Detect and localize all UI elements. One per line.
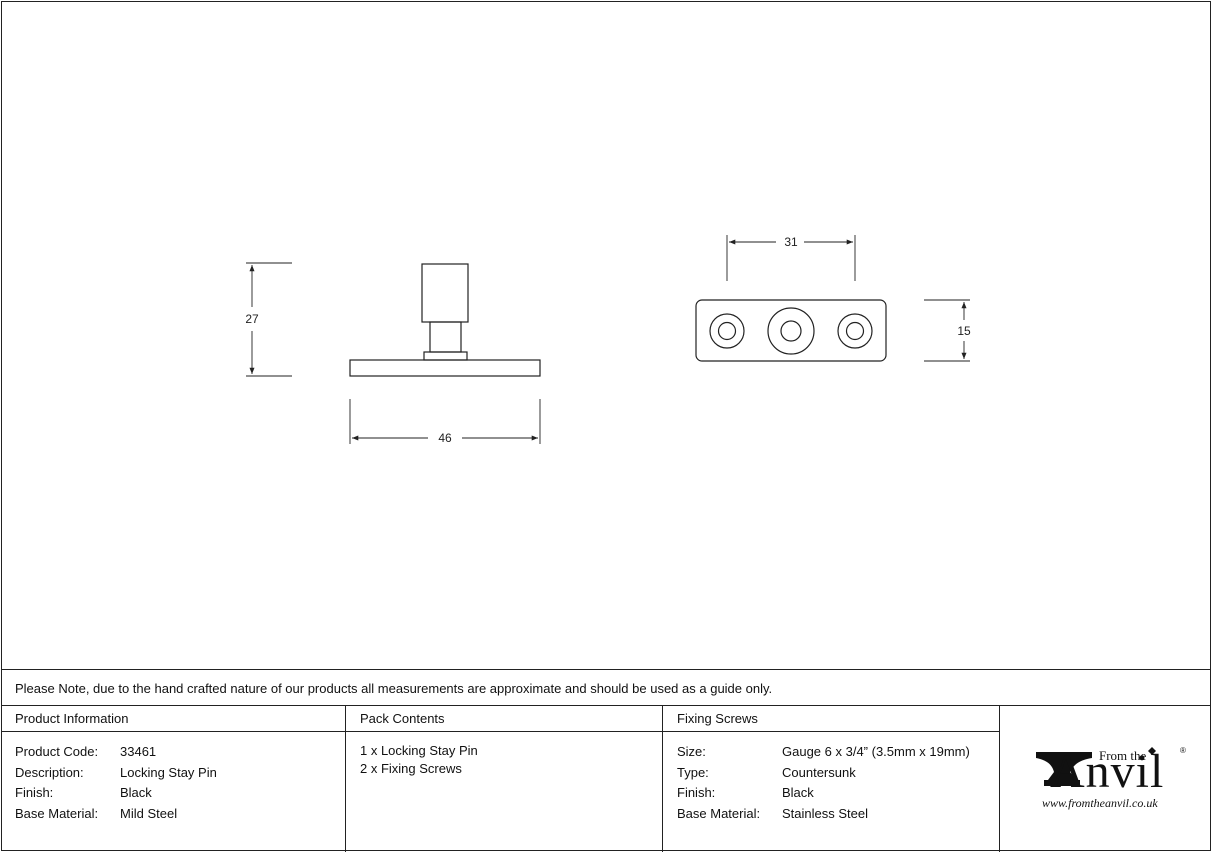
screw-material-value: Stainless Steel [782,805,868,821]
base-plate-top [695,299,887,362]
side-view [349,263,541,377]
description-row: Description: Locking Stay Pin [15,763,345,784]
screw-finish-row: Finish: Black [677,783,999,804]
technical-drawing: 27 46 31 15 [245,235,971,445]
pin-head [421,263,469,323]
pin-hole-inner [780,320,802,342]
product-code-row: Product Code: 33461 [15,742,345,763]
width-dimension [349,399,541,444]
fixing-screws-panel: Fixing Screws Size: Gauge 6 x 3/4” (3.5m… [663,706,1000,852]
screw-size-label: Size: [677,744,706,759]
pin-hole-outer [767,307,815,355]
screw-material-row: Base Material: Stainless Steel [677,804,999,825]
width-label: 46 [438,431,452,445]
screw-hole-right-inner [845,321,865,341]
hole-spacing-dimension [726,235,856,281]
product-information-panel: Product Information Product Code: 33461 … [1,706,346,852]
screw-size-value: Gauge 6 x 3/4” (3.5mm x 19mm) [782,744,970,759]
product-code-value: 33461 [120,744,157,759]
screw-hole-left-outer [709,313,745,349]
logo-registered: ® [1180,746,1186,755]
logo-url: www.fromtheanvil.co.uk [1042,796,1158,810]
finish-label: Finish: [15,785,54,800]
pack-contents-heading: Pack Contents [346,706,662,732]
screw-type-row: Type: Countersunk [677,763,999,784]
logo-brand: Anvil [1050,745,1165,798]
screw-finish-value: Black [782,785,814,800]
screw-material-label: Base Material: [677,805,761,821]
pack-item: 1 x Locking Stay Pin [360,743,478,758]
brand-logo: From the Anvil ® www.fromtheanvil.co.uk [1000,706,1211,852]
pin-shaft [429,321,462,353]
base-height-label: 15 [957,324,971,338]
pack-contents-panel: Pack Contents 1 x Locking Stay Pin 2 x F… [346,706,663,852]
screw-type-value: Countersunk [782,764,856,780]
base-material-label: Base Material: [15,805,99,821]
base-plate-side [349,359,541,377]
screw-finish-label: Finish: [677,785,716,800]
screw-hole-left-inner [717,321,737,341]
screw-size-row: Size: Gauge 6 x 3/4” (3.5mm x 19mm) [677,742,999,763]
pack-item: 2 x Fixing Screws [360,761,462,776]
logo-from-the: From the [1099,748,1147,763]
pin-collar [423,351,468,361]
base-height-dimension [924,299,970,362]
product-information-heading: Product Information [1,706,345,732]
screw-type-label: Type: [677,764,709,780]
fixing-screws-heading: Fixing Screws [663,706,999,732]
base-material-row: Base Material: Mild Steel [15,804,345,825]
description-label: Description: [15,764,84,780]
height-dimension [246,262,292,377]
hole-spacing-label: 31 [784,235,798,249]
base-material-value: Mild Steel [120,805,178,821]
measurement-note: Please Note, due to the hand crafted nat… [1,669,1211,706]
height-label: 27 [245,312,259,326]
description-value: Locking Stay Pin [120,764,217,780]
top-view [695,299,887,362]
finish-row: Finish: Black [15,783,345,804]
finish-value: Black [120,785,152,800]
product-code-label: Product Code: [15,744,99,759]
screw-hole-right-outer [837,313,873,349]
anvil-icon [1036,747,1156,786]
